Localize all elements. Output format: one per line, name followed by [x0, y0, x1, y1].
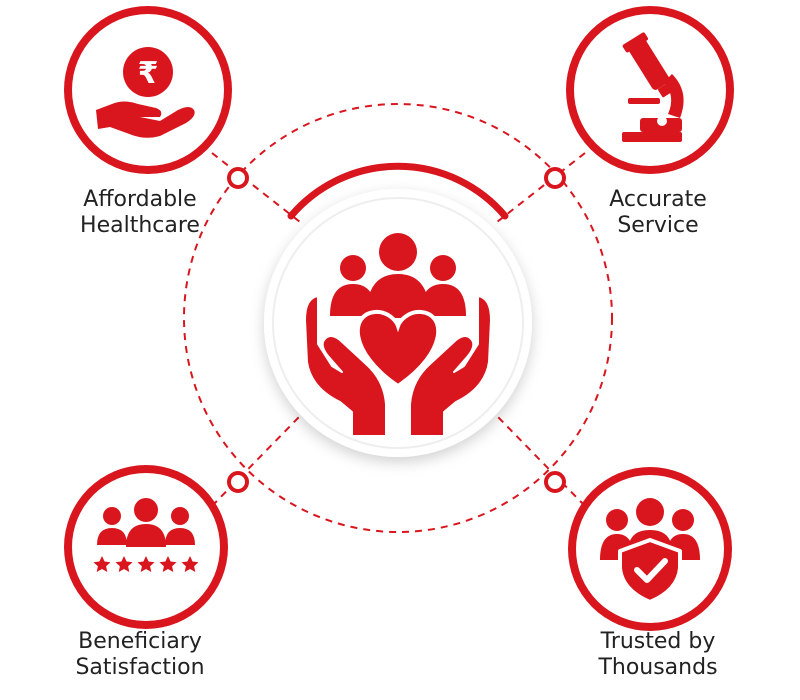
center-emblem: [264, 162, 532, 457]
feature-label-line1: Affordable: [83, 187, 197, 212]
connector-nodes: [227, 167, 566, 493]
people-with-shield-check-icon: [600, 498, 700, 604]
feature-circle-trusted: [568, 467, 732, 631]
node-tr: [544, 167, 566, 189]
feature-circle-satisfaction: [64, 465, 228, 629]
feature-label-beneficiary-satisfaction: Beneficiary Satisfaction: [60, 629, 220, 681]
feature-label-line2: Thousands: [598, 655, 718, 680]
feature-label-line1: Beneficiary: [78, 629, 202, 654]
node-tl: [227, 167, 249, 189]
svg-text:₹: ₹: [138, 56, 159, 91]
feature-circle-accurate: [566, 6, 734, 174]
feature-label-line1: Trusted by: [600, 629, 716, 654]
center-arc: [287, 162, 509, 220]
feature-label-line1: Accurate: [609, 187, 707, 212]
people-with-five-stars-icon: [93, 498, 199, 572]
feature-label-affordable-healthcare: Affordable Healthcare: [60, 187, 220, 239]
outer-dashed-ring: [183, 103, 613, 533]
feature-label-line2: Healthcare: [80, 213, 200, 238]
node-bl: [227, 471, 249, 493]
connector-lines: [211, 152, 586, 507]
feature-label-accurate-service: Accurate Service: [578, 187, 738, 239]
feature-label-trusted-by-thousands: Trusted by Thousands: [578, 629, 738, 681]
hands-holding-heart-with-people-icon: [304, 233, 492, 437]
feature-label-line2: Satisfaction: [75, 655, 205, 680]
node-br: [544, 471, 566, 493]
feature-circle-affordable: ₹: [64, 6, 232, 174]
feature-label-line2: Service: [617, 213, 699, 238]
rupee-coin-on-hand-icon: ₹: [96, 47, 195, 138]
microscope-icon: [622, 32, 684, 142]
